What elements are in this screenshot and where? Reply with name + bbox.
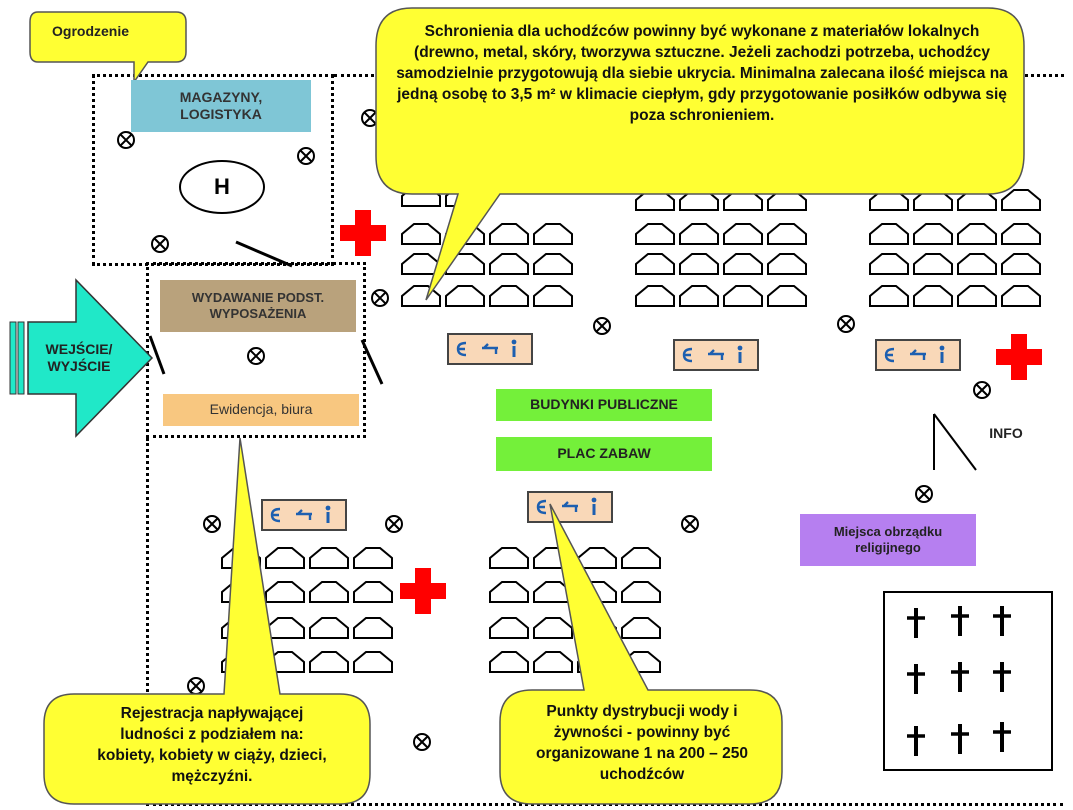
red-cross-icon (340, 210, 386, 256)
callout-shelters (375, 7, 1025, 301)
cemetery (883, 591, 1053, 771)
heliport (179, 160, 265, 214)
fence-entry-area (146, 262, 366, 438)
entrance-arrow (9, 278, 154, 438)
callout-distribution (499, 503, 783, 805)
registration-callout-text: Rejestracja napływającej ludności z podz… (97, 705, 327, 785)
entrance-label: WEJŚCIE/ WYJŚCIE (45, 340, 113, 375)
red-cross-icon (400, 568, 446, 614)
shelters-callout-text: Schronienia dla uchodźców powinny być wy… (396, 23, 1008, 124)
red-cross-icon (996, 334, 1042, 380)
registry-label: Ewidencja, biura (163, 394, 359, 426)
playground-label: PLAC ZABAW (496, 437, 712, 471)
callout-fence (29, 11, 187, 85)
public-buildings-label: BUDYNKI PUBLICZNE (496, 389, 712, 421)
storage-label: MAGAZYNY, LOGISTYKA (131, 80, 311, 132)
heliport-label: H (214, 174, 230, 200)
religious-label: Miejsca obrządku religijnego (800, 514, 976, 566)
supplies-label: WYDAWANIE PODST. WYPOSAŻENIA (160, 280, 356, 332)
fence-label: Ogrodzenie (52, 23, 130, 40)
info-label: INFO (989, 425, 1023, 442)
distribution-callout-text: Punkty dystrybucji wody i żywności - pow… (536, 703, 748, 783)
callout-registration (43, 437, 371, 805)
fence-perimeter-left (146, 438, 149, 806)
